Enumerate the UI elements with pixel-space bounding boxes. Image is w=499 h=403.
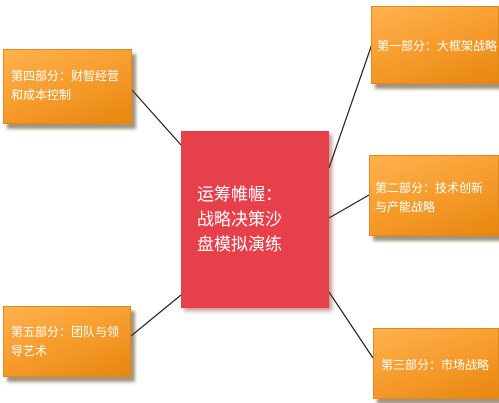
node-part2: 第二部分：技术创新 与产能战略: [369, 155, 499, 236]
node-part5: 第五部分：团队与领 导艺术: [3, 306, 131, 377]
node-part4-line1: 第四部分：财智经营: [11, 69, 120, 83]
node-part3: 第三部分：市场战略: [373, 328, 499, 399]
node-part5-line2: 导艺术: [11, 344, 48, 358]
node-part1-label: 第一部分：大框架战略: [377, 39, 498, 53]
connector-part5: [130, 294, 182, 337]
node-part4: 第四部分：财智经营 和成本控制: [3, 49, 132, 124]
node-part4-line2: 和成本控制: [11, 88, 72, 102]
node-part1: 第一部分：大框架战略: [371, 6, 499, 84]
center-title-line1: 运筹帷幄：: [197, 185, 282, 205]
connector-part3: [328, 291, 374, 359]
connector-part1: [328, 43, 373, 169]
center-title-line2: 战略决策沙: [197, 210, 282, 230]
node-part3-label: 第三部分：市场战略: [381, 358, 490, 372]
connector-part2: [328, 194, 370, 219]
connector-part4: [131, 89, 182, 146]
node-part2-line2: 与产能战略: [375, 200, 436, 214]
center-topic: 运筹帷幄： 战略决策沙 盘模拟演练: [181, 131, 329, 308]
node-part5-line1: 第五部分：团队与领: [11, 325, 120, 339]
node-part2-line1: 第二部分：技术创新: [375, 181, 484, 195]
center-title-line3: 盘模拟演练: [197, 235, 282, 255]
